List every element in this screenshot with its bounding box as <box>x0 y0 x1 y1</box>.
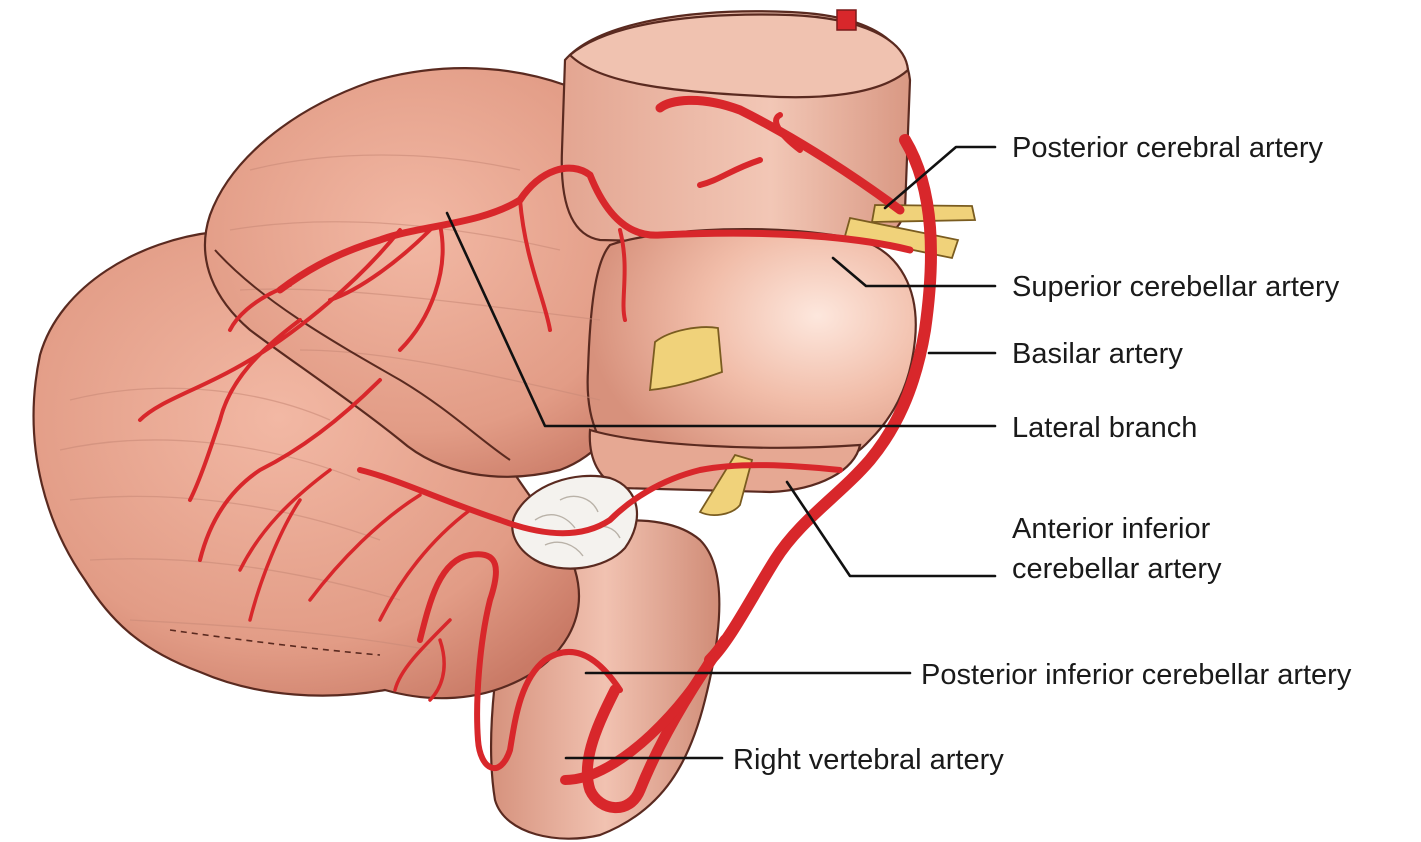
sca-path <box>276 164 914 294</box>
pca-path <box>655 95 905 215</box>
leader-lines <box>445 145 997 760</box>
nerve-stump-trigeminal <box>648 326 723 391</box>
top-vessel-stub <box>836 9 857 31</box>
nerve-stump-facial <box>698 453 754 516</box>
leader-posterior-cerebral <box>883 145 997 210</box>
aica-branches <box>238 468 472 622</box>
label-basilar-artery: Basilar artery <box>1012 338 1183 370</box>
label-posterior-cerebral-artery: Posterior cerebral artery <box>1012 132 1324 164</box>
flocculus <box>511 474 639 570</box>
vertebral-artery-right <box>560 655 715 785</box>
lateral-branch-path <box>138 228 402 562</box>
aica-path <box>357 462 843 537</box>
flocculus-folds <box>534 495 621 557</box>
folia-lines <box>59 154 601 651</box>
dashed-fissure <box>169 629 381 656</box>
midbrain-top <box>568 13 910 99</box>
arteries <box>138 9 937 814</box>
label-lateral-branch: Lateral branch <box>1012 412 1197 444</box>
sca-branches <box>228 198 627 352</box>
labels: Posterior cerebral artery Superior cereb… <box>733 132 1352 776</box>
label-aica-line2: cerebellar artery <box>1012 553 1222 585</box>
label-superior-cerebellar-artery: Superior cerebellar artery <box>1012 271 1340 303</box>
basilar-artery-path <box>704 134 937 666</box>
cerebellum-illustration <box>32 9 977 840</box>
pica-branches <box>393 618 452 702</box>
leader-superior-cerebellar <box>831 256 997 288</box>
horizontal-fissure <box>214 249 511 461</box>
leader-lateral-branch <box>445 211 997 428</box>
leader-aica <box>785 480 997 578</box>
label-aica-line1: Anterior inferior <box>1012 513 1211 545</box>
label-posterior-inferior-cerebellar-artery: Posterior inferior cerebellar artery <box>921 659 1352 691</box>
pica-path <box>417 551 623 772</box>
pca-branch <box>697 112 803 188</box>
label-right-vertebral-artery: Right vertebral artery <box>733 744 1004 776</box>
